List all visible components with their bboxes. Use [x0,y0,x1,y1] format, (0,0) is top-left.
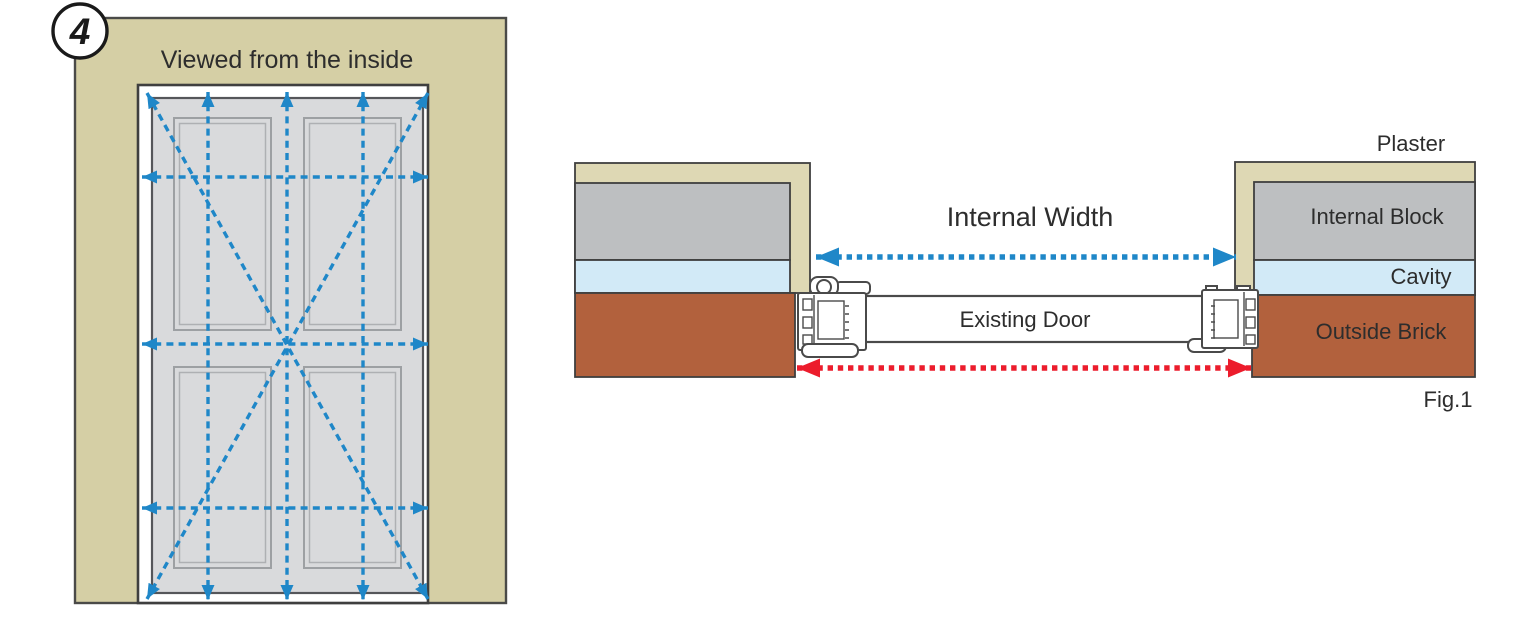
internal-width-label: Internal Width [947,202,1114,232]
cross-section-diagram: Internal Width Existing Door Plaster Int… [574,131,1476,412]
measurement-lines [142,92,430,600]
plaster-label: Plaster [1377,131,1445,156]
inside-view-diagram: 4 Viewed from the inside [51,2,508,605]
internal-block-layer-right [1253,181,1476,261]
step-badge [51,2,109,60]
hinge-knuckle-icon [816,279,832,295]
step-badge-number: 4 [69,11,91,52]
right-wall-section [1234,161,1476,378]
cavity-layer-right [1253,259,1476,296]
existing-door-label: Existing Door [960,307,1091,332]
cavity-layer-left [574,259,791,294]
frame-sill-lip-left [801,343,859,358]
cavity-label: Cavity [1390,264,1451,289]
outside-brick-label: Outside Brick [1316,319,1448,344]
internal-block-label: Internal Block [1310,204,1444,229]
fig-caption: Fig.1 [1424,387,1473,412]
outside-brick-layer-left [574,292,796,378]
diagonal-measure-line-2 [145,92,430,600]
internal-block-layer-left [574,182,791,261]
door-frame-profile-right [1187,285,1259,353]
inside-view-title: Viewed from the inside [161,46,413,74]
left-wall-section [574,162,811,378]
outside-brick-layer-right [1251,294,1476,378]
door-frame-profile-left [797,276,871,358]
